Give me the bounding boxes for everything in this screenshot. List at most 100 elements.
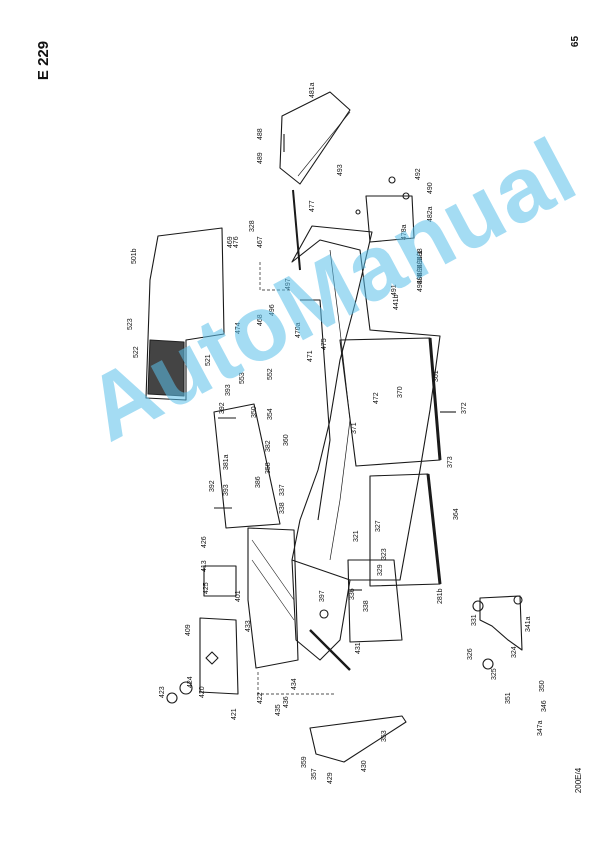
callout-325: 325 bbox=[491, 668, 498, 680]
callout-337: 337 bbox=[279, 484, 286, 496]
callout-423: 423 bbox=[159, 686, 166, 698]
callout-491: 491 bbox=[391, 284, 398, 296]
callout-435: 435 bbox=[275, 704, 282, 716]
callout-521: 521 bbox=[205, 354, 212, 366]
callout-441b: 441b bbox=[393, 294, 400, 310]
callout-522: 522 bbox=[133, 346, 140, 358]
callout-359: 359 bbox=[301, 756, 308, 768]
callout-393: 393 bbox=[223, 484, 230, 496]
callout-434: 434 bbox=[291, 678, 298, 690]
callout-420: 420 bbox=[199, 686, 206, 698]
bracket-353 bbox=[309, 715, 407, 763]
callout-350: 350 bbox=[539, 680, 546, 692]
callout-429: 429 bbox=[327, 772, 334, 784]
callout-498-2: 498/2 bbox=[417, 258, 424, 276]
callout-321: 321 bbox=[353, 530, 360, 542]
callout-478a: 478a bbox=[401, 224, 408, 240]
callout-493: 493 bbox=[337, 164, 344, 176]
callout-347a: 347a bbox=[537, 720, 544, 736]
callout-353: 353 bbox=[381, 730, 388, 742]
callout-413: 413 bbox=[201, 560, 208, 572]
callout-467: 467 bbox=[257, 236, 264, 248]
panel-361 bbox=[339, 337, 441, 467]
callout-281b: 281b bbox=[437, 588, 444, 604]
callout-421: 421 bbox=[231, 708, 238, 720]
callout-371: 371 bbox=[351, 422, 358, 434]
callout-422: 422 bbox=[257, 692, 264, 704]
callout-489: 489 bbox=[257, 152, 264, 164]
callout-471: 471 bbox=[307, 350, 314, 362]
callout-433: 433 bbox=[245, 620, 252, 632]
tray-401 bbox=[247, 527, 299, 669]
callout-393: 393 bbox=[225, 384, 232, 396]
box-413 bbox=[203, 565, 237, 597]
bracket-482a bbox=[365, 195, 415, 243]
main-frame bbox=[291, 225, 441, 661]
callout-338: 338 bbox=[363, 600, 370, 612]
callout-474: 474 bbox=[235, 322, 242, 334]
callout-381a: 381a bbox=[223, 454, 230, 470]
callout-336: 336 bbox=[349, 588, 356, 600]
bracket-341a bbox=[479, 595, 523, 651]
callout-436: 436 bbox=[283, 696, 290, 708]
callout-397: 397 bbox=[319, 590, 326, 602]
callout-357: 357 bbox=[311, 768, 318, 780]
callout-523: 523 bbox=[127, 318, 134, 330]
callout-431: 431 bbox=[355, 642, 362, 654]
callout-364: 364 bbox=[453, 508, 460, 520]
callout-496: 496 bbox=[269, 304, 276, 316]
callout-409: 409 bbox=[185, 624, 192, 636]
callout-488: 488 bbox=[257, 128, 264, 140]
callout-501b: 501b bbox=[131, 248, 138, 264]
callout-472: 472 bbox=[373, 392, 380, 404]
callout-323: 323 bbox=[381, 548, 388, 560]
mesh-box-501b bbox=[145, 227, 225, 401]
callout-469: 469 bbox=[227, 236, 234, 248]
callout-350: 350 bbox=[251, 406, 258, 418]
callout-331: 331 bbox=[471, 614, 478, 626]
box-409 bbox=[199, 617, 239, 695]
callout-490: 490 bbox=[427, 182, 434, 194]
callout-424: 424 bbox=[187, 676, 194, 688]
callout-498: 498 bbox=[417, 248, 424, 260]
callout-482a: 482a bbox=[427, 206, 434, 222]
callout-386: 386 bbox=[255, 476, 262, 488]
callout-392: 392 bbox=[209, 480, 216, 492]
callout-324: 324 bbox=[511, 646, 518, 658]
callout-498-1: 498/1 bbox=[417, 250, 424, 268]
callout-401: 401 bbox=[235, 590, 242, 602]
callout-341a: 341a bbox=[525, 616, 532, 632]
callout-425: 425 bbox=[203, 582, 210, 594]
box-281b bbox=[347, 559, 403, 643]
callout-497: 497 bbox=[285, 278, 292, 290]
callout-468: 468 bbox=[257, 314, 264, 326]
callout-553: 553 bbox=[239, 372, 246, 384]
callout-552: 552 bbox=[267, 368, 274, 380]
callout-370: 370 bbox=[397, 386, 404, 398]
callout-358: 358 bbox=[265, 462, 272, 474]
cover-plate-481a bbox=[279, 91, 351, 185]
callout-498-4: 498/4 bbox=[417, 274, 424, 292]
callout-470a: 470a bbox=[295, 322, 302, 338]
callout-392: 392 bbox=[219, 402, 226, 414]
plate-381a bbox=[213, 403, 281, 529]
callout-498-3: 498/3 bbox=[417, 266, 424, 284]
callout-327: 327 bbox=[375, 520, 382, 532]
callout-477: 477 bbox=[309, 200, 316, 212]
callout-326: 326 bbox=[467, 648, 474, 660]
callout-373: 373 bbox=[447, 456, 454, 468]
callout-351: 351 bbox=[505, 692, 512, 704]
callout-329: 329 bbox=[377, 564, 384, 576]
callout-346: 346 bbox=[541, 700, 548, 712]
callout-338: 338 bbox=[279, 502, 286, 514]
callout-361: 361 bbox=[433, 370, 440, 382]
callout-328: 328 bbox=[249, 220, 256, 232]
callout-492: 492 bbox=[415, 168, 422, 180]
callout-475: 475 bbox=[321, 338, 328, 350]
callout-481a: 481a bbox=[309, 82, 316, 98]
callout-372: 372 bbox=[461, 402, 468, 414]
callout-426: 426 bbox=[201, 536, 208, 548]
